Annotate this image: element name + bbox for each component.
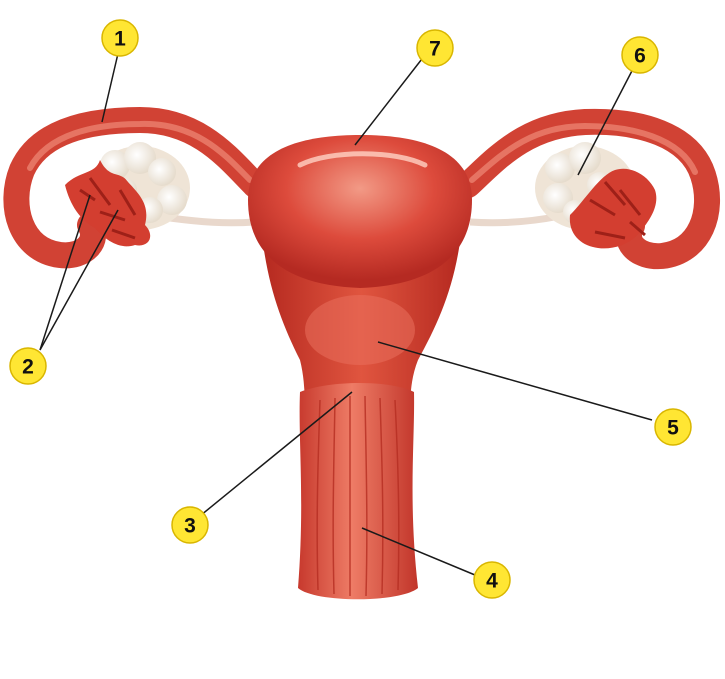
leader-line-6	[577, 64, 636, 176]
leader-line-2b	[39, 209, 119, 351]
left-fimbriae	[65, 160, 151, 247]
leader-line-2a	[39, 194, 91, 351]
right-fallopian-tube-highlight	[469, 122, 698, 183]
uterine-fundus	[248, 135, 472, 288]
left-fallopian-tube-highlight	[27, 120, 253, 183]
vagina	[298, 383, 418, 600]
leader-line-4	[361, 527, 476, 576]
label-badge-2: 2	[9, 347, 47, 385]
label-badge-1: 1	[101, 19, 139, 57]
svg-text:6: 6	[634, 45, 646, 68]
vagina-rugae	[316, 395, 400, 597]
svg-text:2: 2	[22, 356, 34, 379]
left-ovarian-ligament	[169, 214, 256, 227]
label-badge-6: 6	[621, 36, 659, 74]
label-badge-7: 7	[416, 29, 454, 67]
leader-lines	[39, 44, 653, 576]
leader-line-3	[194, 391, 353, 521]
svg-text:1: 1	[114, 28, 126, 51]
leader-line-5	[377, 341, 653, 421]
label-badge-4: 4	[473, 561, 511, 599]
right-fimbriae	[569, 168, 657, 249]
leader-line-1	[101, 44, 121, 123]
label-badge-3: 3	[171, 506, 209, 544]
svg-text:5: 5	[667, 417, 679, 440]
leader-line-7	[354, 54, 426, 146]
cervix-highlight	[305, 295, 415, 365]
svg-text:4: 4	[486, 570, 498, 593]
fundus-sheen	[297, 151, 428, 168]
right-ovarian-ligament	[469, 212, 561, 227]
svg-text:3: 3	[184, 515, 196, 538]
label-badge-5: 5	[654, 408, 692, 446]
svg-text:7: 7	[429, 38, 441, 61]
